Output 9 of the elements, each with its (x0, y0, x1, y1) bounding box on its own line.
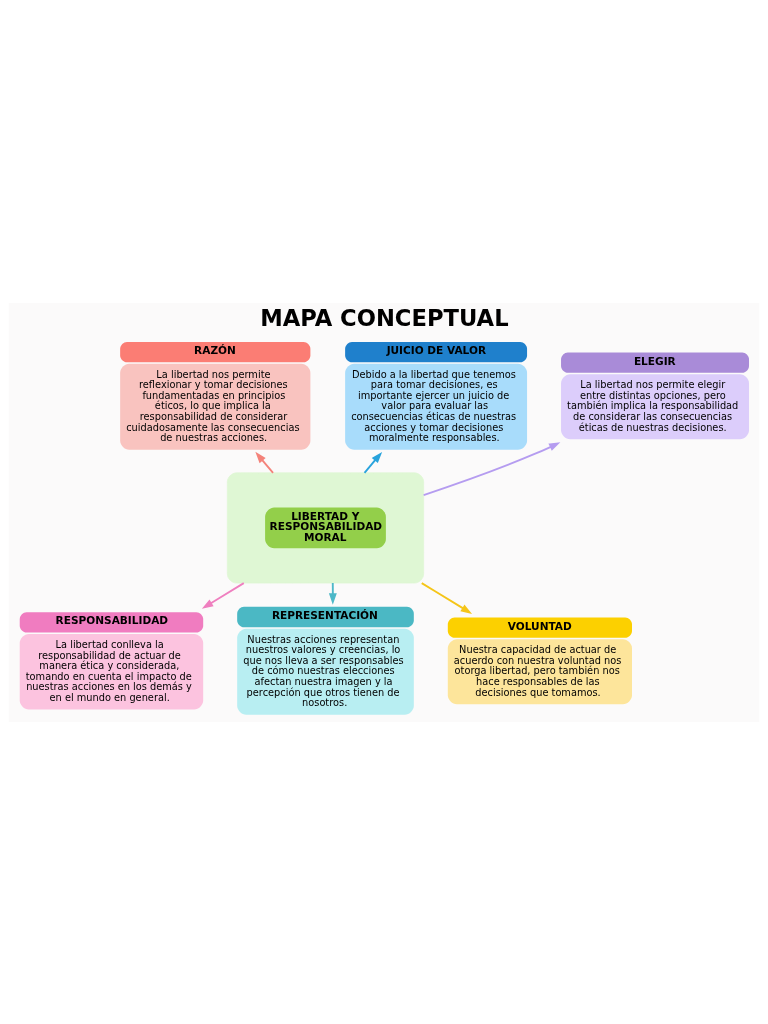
diagram-title: MAPA CONCEPTUAL (260, 304, 509, 331)
arrow (420, 581, 473, 614)
arrow (255, 451, 274, 474)
node-box: LIBERTAD Y RESPONSABILIDAD MORAL (265, 507, 386, 548)
arrow (422, 441, 561, 496)
arrow (201, 581, 245, 609)
cluster (226, 472, 424, 583)
arrow (328, 581, 337, 605)
arrow (363, 451, 383, 474)
